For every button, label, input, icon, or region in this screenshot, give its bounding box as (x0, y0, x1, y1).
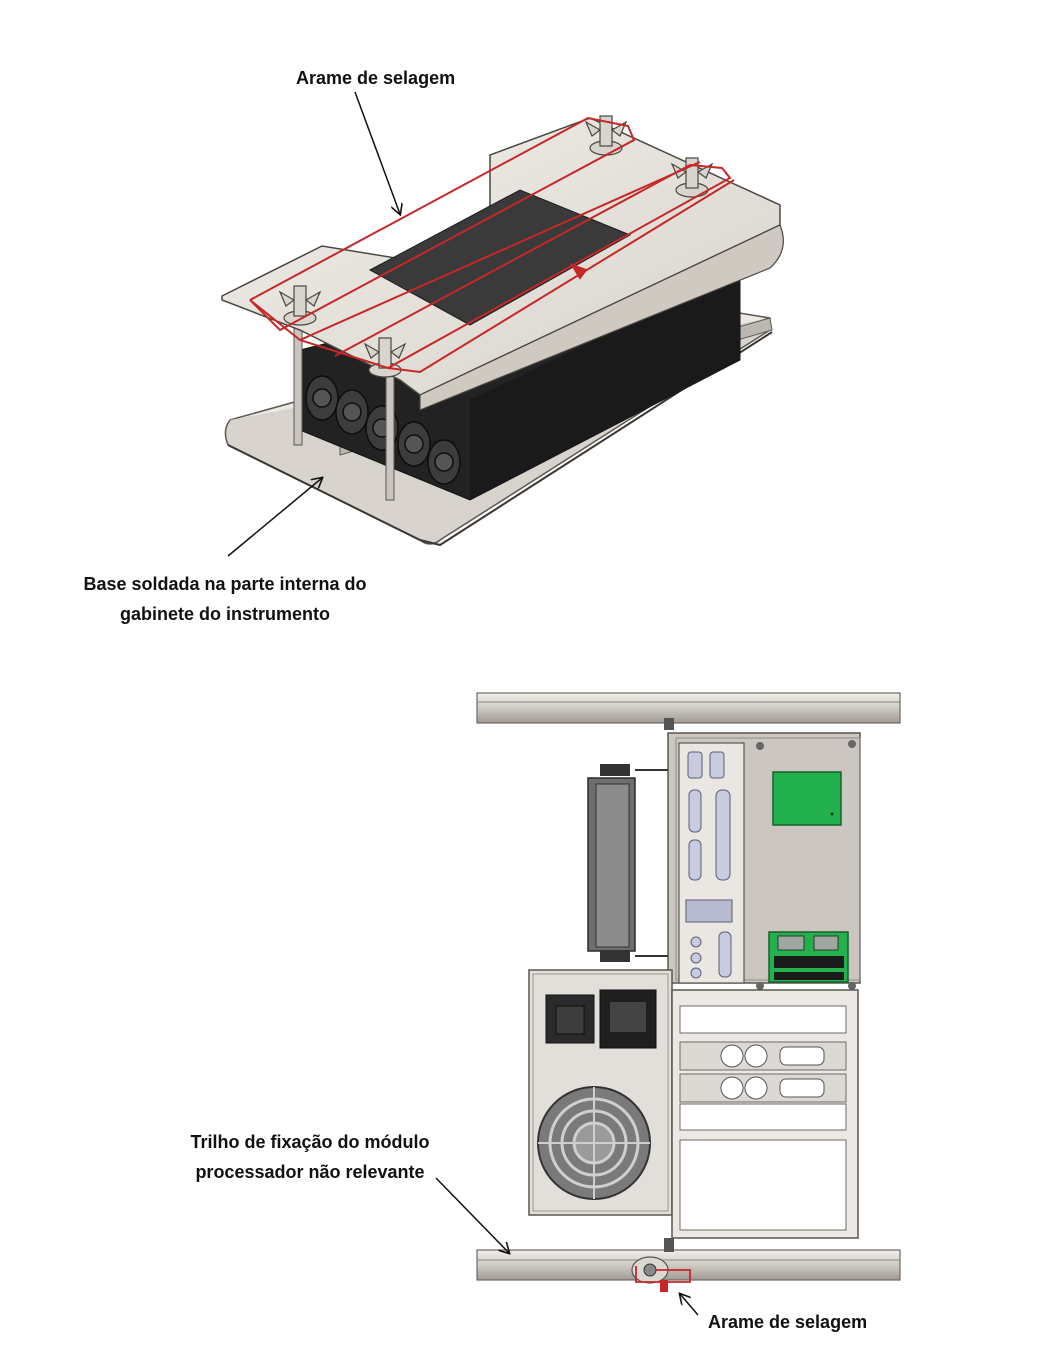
rail-label-line1: Trilho de fixação do módulo (190, 1132, 430, 1152)
seal-wire-label-bottom: Arame de selagem (708, 1312, 868, 1332)
base-label-line2: gabinete do instrumento (119, 604, 330, 624)
power-supply-unit (528, 969, 673, 1216)
wing-nuts (278, 115, 714, 378)
seal-wire-bottom (635, 1266, 691, 1292)
seal-wire-label-top: Arame de selagem (296, 68, 456, 88)
rail-label-line2: processador não relevante (195, 1162, 425, 1182)
top-rail (476, 692, 901, 730)
bottom-rail (476, 1238, 901, 1284)
bottom-assembly-illustration (476, 692, 901, 1292)
top-cover-plate (221, 117, 784, 411)
base-label-line1: Base soldada na parte interna do (83, 574, 367, 594)
expansion-panel (671, 989, 859, 1239)
base-leader (227, 478, 322, 557)
seal-wire (249, 116, 735, 374)
rail-leader (435, 1177, 509, 1253)
cpu-fan-unit (587, 764, 668, 962)
io-shield (678, 742, 745, 984)
seal-wire-leader-bottom (680, 1294, 699, 1316)
seal-wire-leader-top (354, 91, 400, 214)
top-assembly-illustration (221, 115, 784, 547)
